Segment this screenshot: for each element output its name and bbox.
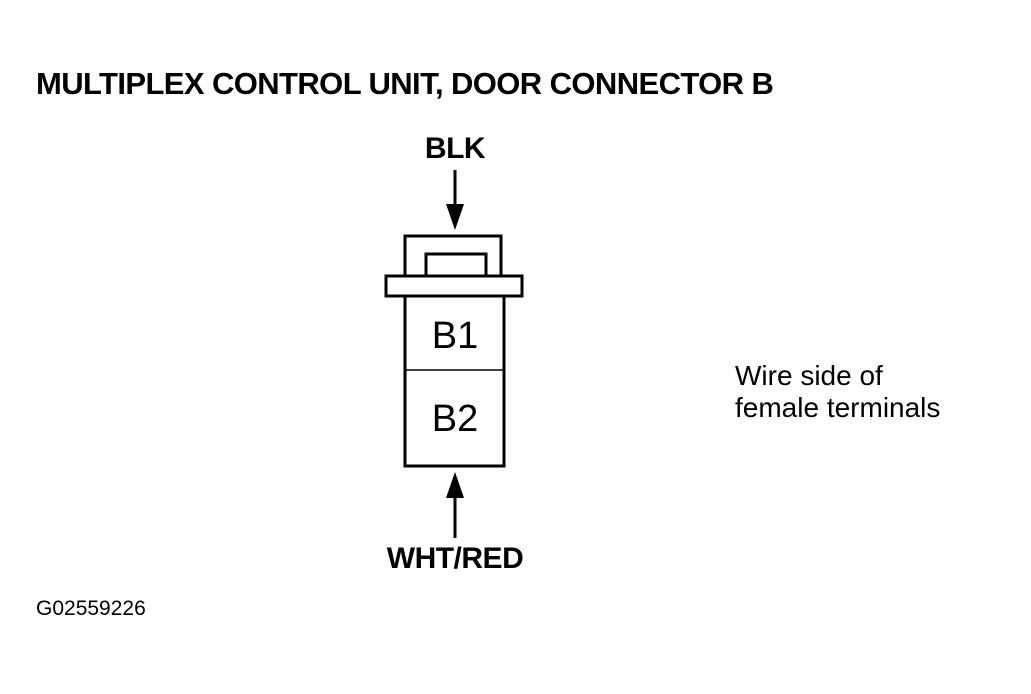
wire-label-bottom: WHT/RED xyxy=(386,542,524,575)
terminal-b2: B2 xyxy=(432,398,478,440)
figure-id: G02559226 xyxy=(36,597,146,620)
arrow-down-icon xyxy=(446,170,464,230)
connector-latch-slot xyxy=(424,252,488,278)
diagram-title: MULTIPLEX CONTROL UNIT, DOOR CONNECTOR B xyxy=(36,66,774,101)
wire-label-top: BLK xyxy=(424,132,486,165)
terminal-b1: B1 xyxy=(432,315,478,357)
arrow-up-icon xyxy=(446,472,464,538)
note-line-1: Wire side of xyxy=(735,360,883,391)
terminal-side-note: Wire side of female terminals xyxy=(735,360,940,424)
note-line-2: female terminals xyxy=(735,392,941,423)
connector-body xyxy=(403,294,506,468)
connector-flange xyxy=(384,274,524,298)
